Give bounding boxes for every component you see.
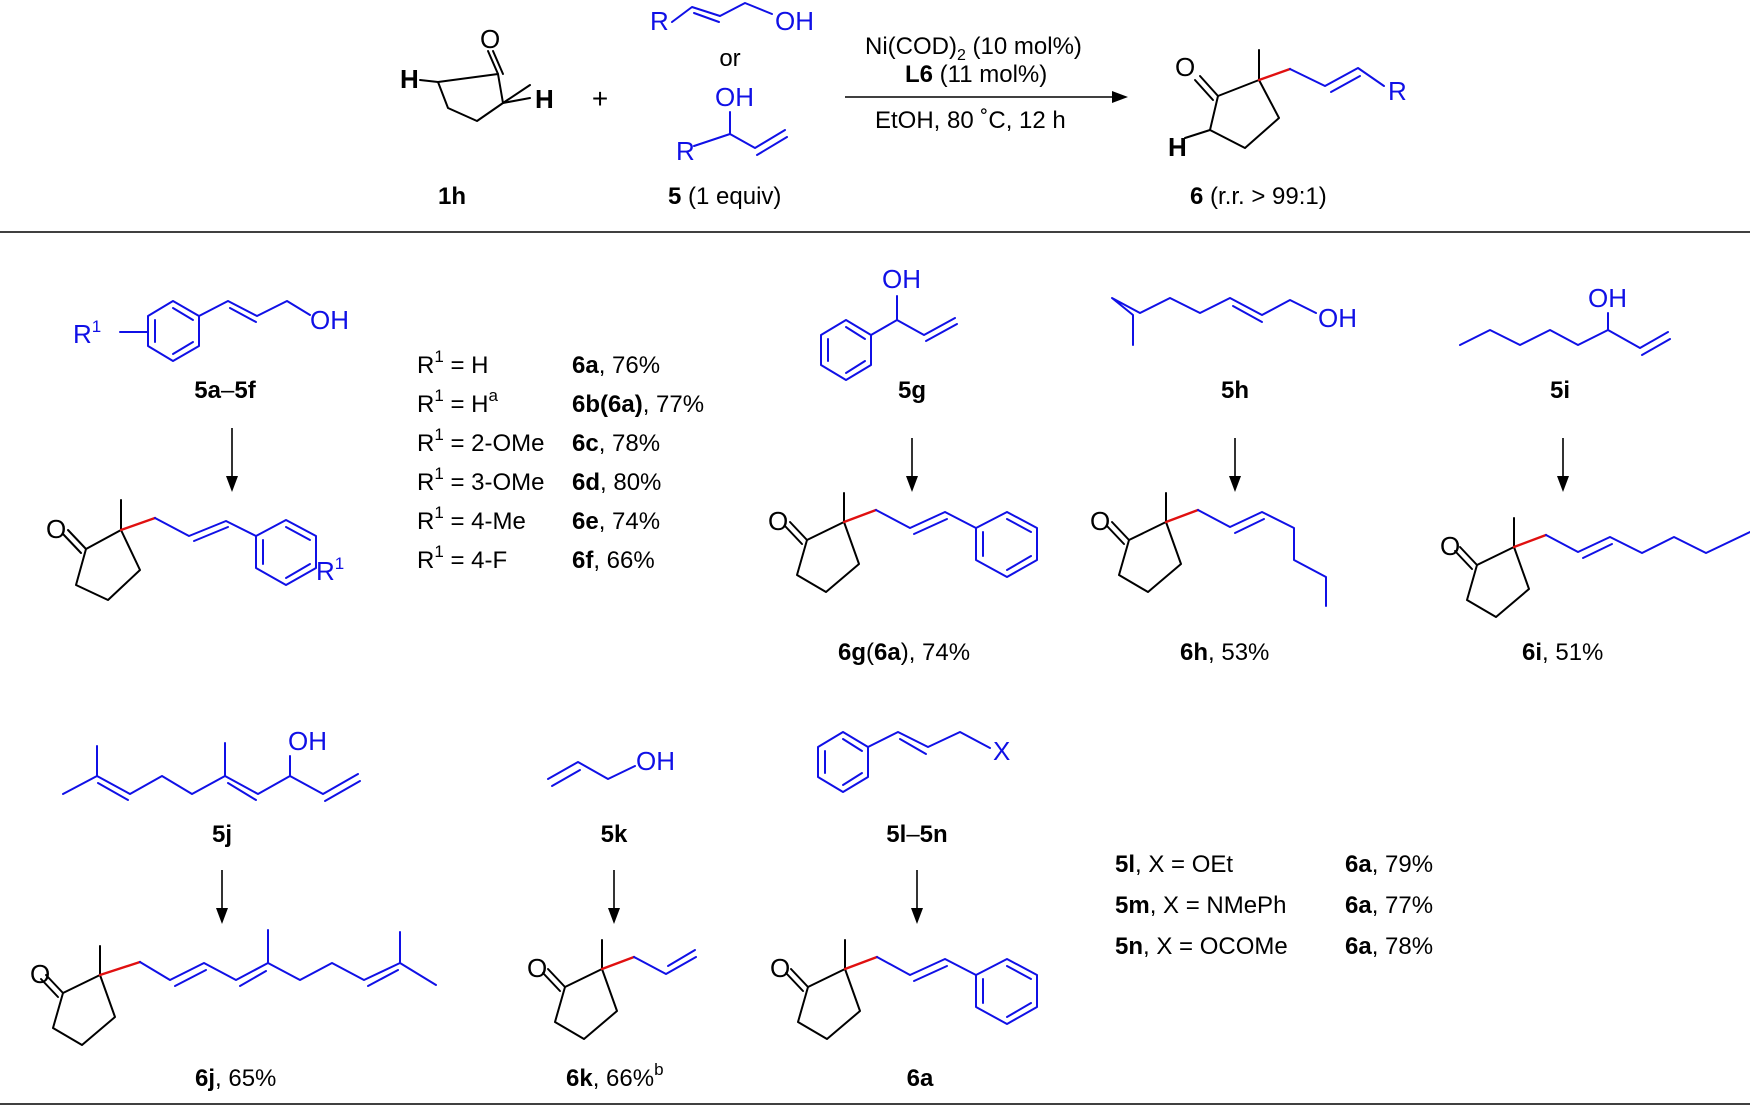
r1-value: R1 = Ha	[417, 386, 499, 418]
yield: 6a, 77%	[1345, 892, 1433, 919]
cond-catalyst: Ni(COD)2 (10 mol%)	[865, 33, 1082, 64]
yield: 6a, 79%	[1345, 851, 1433, 878]
o-6a-bottom: O	[770, 953, 790, 983]
yield: 6f, 66%	[572, 547, 655, 574]
reagent-or: or	[719, 45, 740, 72]
r1-value: R1 = H	[417, 347, 489, 379]
oh-5i: OH	[1588, 283, 1627, 313]
cond-ligand: L6 (11 mol%)	[905, 61, 1047, 88]
label-6a-bottom: 6a	[907, 1065, 934, 1092]
oh-5k: OH	[636, 746, 675, 776]
alpha-h-right: H	[535, 84, 554, 114]
label-6k: 6k, 66%b	[566, 1060, 664, 1092]
reagent-5: R OH or OH R 5 (1 equiv)	[650, 2, 814, 210]
product-o: O	[1175, 52, 1195, 82]
o-6g: O	[768, 506, 788, 536]
o-6a: O	[46, 514, 66, 544]
yield: 6e, 74%	[572, 508, 660, 535]
x-value: 5m, X = NMePh	[1115, 892, 1286, 919]
substrate-5k: OH 5k	[547, 746, 675, 848]
cond-solvent: EtOH, 80 ˚C, 12 h	[875, 107, 1066, 134]
table-row: R1 = Ha 6b(6a), 77%	[417, 386, 704, 418]
product-6k: O 6k, 66%b	[527, 939, 697, 1092]
r1-label: R1	[73, 317, 101, 349]
product-6g: O 6g(6a), 74%	[768, 492, 1038, 666]
table-row: R1 = 3-OMe 6d, 80%	[417, 464, 661, 496]
label-5g: 5g	[898, 377, 926, 404]
table-r1: R1 = H 6a, 76% R1 = Ha 6b(6a), 77% R1 = …	[417, 347, 704, 574]
label-5l-5n: 5l–5n	[886, 821, 947, 848]
product-6j: O 6j, 65%	[30, 929, 437, 1092]
table-row: R1 = 2-OMe 6c, 78%	[417, 425, 660, 457]
conditions: Ni(COD)2 (10 mol%) L6 (11 mol%) EtOH, 80…	[845, 33, 1128, 134]
product-6a-6f: O R1	[46, 499, 344, 601]
oh-5g: OH	[882, 264, 921, 294]
r1-6a: R1	[316, 554, 344, 586]
table-row: 5n, X = OCOMe 6a, 78%	[1115, 933, 1433, 960]
product-6a-from-5l: O 6a	[770, 939, 1038, 1092]
r1-value: R1 = 4-Me	[417, 503, 526, 535]
r1-value: R1 = 3-OMe	[417, 464, 545, 496]
o-6h: O	[1090, 506, 1110, 536]
yield: 6a, 76%	[572, 352, 660, 379]
product-h: H	[1168, 132, 1187, 162]
oh-5h: OH	[1318, 303, 1357, 333]
o-6k: O	[527, 953, 547, 983]
product-r: R	[1388, 76, 1407, 106]
label-5i: 5i	[1550, 377, 1570, 404]
label-5h: 5h	[1221, 377, 1249, 404]
o-6i: O	[1440, 531, 1460, 561]
table-row: 5l, X = OEt 6a, 79%	[1115, 851, 1433, 878]
label-5j: 5j	[212, 821, 232, 848]
substrate-5h: OH 5h	[1111, 297, 1357, 404]
reagent2-oh: OH	[715, 82, 754, 112]
label-6: 6 (r.r. > 99:1)	[1190, 183, 1327, 210]
plus-sign: +	[592, 83, 608, 114]
substrate-5g: OH 5g	[820, 264, 958, 404]
yield: 6c, 78%	[572, 430, 660, 457]
table-row: R1 = 4-F 6f, 66%	[417, 542, 655, 574]
x-value: 5l, X = OEt	[1115, 851, 1233, 878]
x-5l: X	[993, 736, 1010, 766]
r1-value: R1 = 4-F	[417, 542, 507, 574]
product-6i: O 6i, 51%	[1440, 517, 1750, 666]
label-6h: 6h, 53%	[1180, 639, 1269, 666]
substrate-5i: OH 5i	[1459, 283, 1671, 404]
substrate-5j: OH 5j	[62, 726, 361, 848]
yield: 6b(6a), 77%	[572, 391, 704, 418]
table-row: R1 = 4-Me 6e, 74%	[417, 503, 660, 535]
starting-ketone-1h: O H H 1h	[400, 24, 554, 210]
reagent-oh: OH	[775, 6, 814, 36]
o-6j: O	[30, 959, 50, 989]
oh-5a: OH	[310, 305, 349, 335]
label-6j: 6j, 65%	[195, 1065, 276, 1092]
label-6i: 6i, 51%	[1522, 639, 1603, 666]
label-5k: 5k	[601, 821, 628, 848]
oh-5j: OH	[288, 726, 327, 756]
label-5: 5 (1 equiv)	[668, 183, 781, 210]
yield: 6d, 80%	[572, 469, 661, 496]
reagent2-r: R	[676, 136, 695, 166]
carbonyl-o: O	[480, 24, 500, 54]
table-row: R1 = H 6a, 76%	[417, 347, 660, 379]
x-value: 5n, X = OCOMe	[1115, 933, 1288, 960]
product-6h: O 6h, 53%	[1090, 492, 1327, 666]
r1-value: R1 = 2-OMe	[417, 425, 545, 457]
table-row: 5m, X = NMePh 6a, 77%	[1115, 892, 1433, 919]
label-6g: 6g(6a), 74%	[838, 639, 970, 666]
yield: 6a, 78%	[1345, 933, 1433, 960]
label-1h: 1h	[438, 183, 466, 210]
reagent-r: R	[650, 6, 669, 36]
table-x: 5l, X = OEt 6a, 79% 5m, X = NMePh 6a, 77…	[1115, 851, 1433, 960]
substrate-5a-5f: R1 OH 5a–5f	[73, 300, 349, 404]
substrate-5l-5n: X 5l–5n	[817, 731, 1010, 848]
label-5a-5f: 5a–5f	[194, 377, 256, 404]
alpha-h-left: H	[400, 64, 419, 94]
product-6: O H R 6 (r.r. > 99:1)	[1168, 49, 1407, 210]
